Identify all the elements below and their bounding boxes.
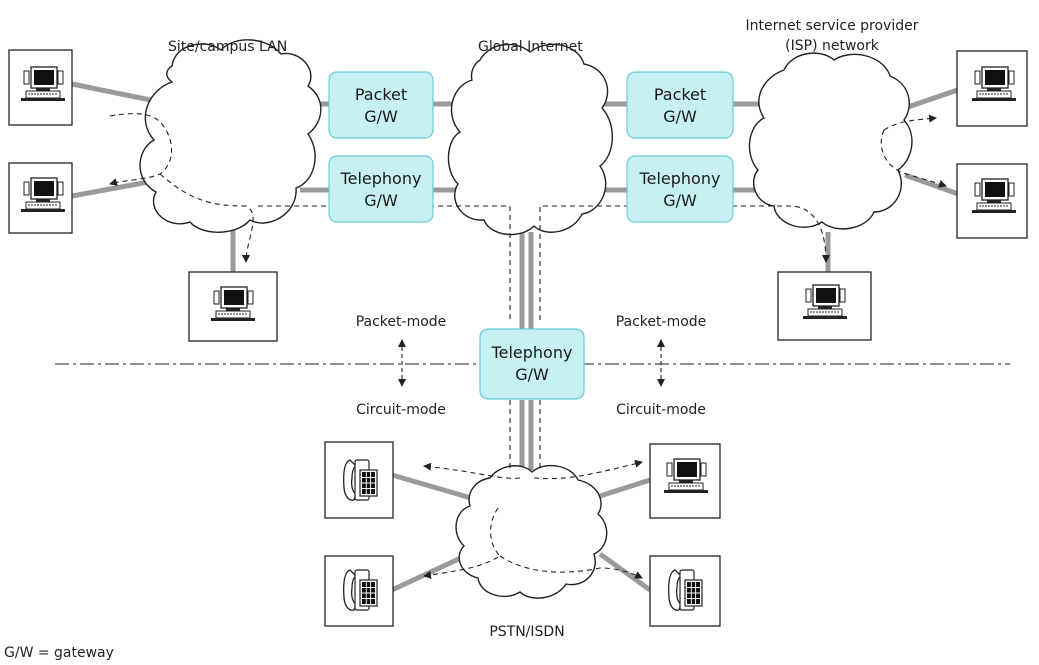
pc-terminal-top-left: [8, 49, 73, 126]
packet-gw-right: Packet G/W: [626, 71, 734, 139]
svg-text:Telephony: Telephony: [639, 169, 721, 188]
pc-terminal-mid-left: [8, 162, 73, 234]
pc-terminal-top-right: [956, 50, 1028, 127]
label-pstn-isdn: PSTN/ISDN: [489, 624, 564, 640]
phone-pstn-top-left: [324, 441, 394, 519]
pc-terminal-mid-right: [956, 163, 1028, 239]
label-global-internet: Global Internet: [478, 39, 583, 55]
pc-terminal-pstn-top-right: [649, 443, 721, 519]
cloud-global-internet: [447, 43, 614, 236]
cloud-site-lan: [139, 39, 322, 233]
telephony-gw-center: Telephony G/W: [479, 328, 585, 400]
legend-gateway: G/W = gateway: [4, 645, 114, 661]
telephony-gw-right: Telephony G/W: [626, 155, 734, 223]
phone-pstn-bottom-right: [649, 555, 721, 627]
svg-text:G/W: G/W: [364, 191, 398, 210]
label-packet-mode-left: Packet-mode: [356, 314, 447, 330]
phone-pstn-bottom-left: [324, 555, 394, 627]
svg-text:Packet: Packet: [654, 85, 706, 104]
cloud-pstn-isdn: [455, 464, 608, 599]
label-site-lan: Site/campus LAN: [168, 39, 287, 55]
label-isp-line2: (ISP) network: [785, 38, 880, 54]
svg-text:Telephony: Telephony: [491, 343, 573, 362]
svg-text:Packet: Packet: [355, 85, 407, 104]
cloud-isp: [748, 52, 913, 230]
svg-text:G/W: G/W: [364, 107, 398, 126]
label-isp-line1: Internet service provider: [746, 18, 919, 34]
svg-text:G/W: G/W: [515, 365, 549, 384]
telephony-gw-left: Telephony G/W: [328, 155, 434, 223]
label-circuit-mode-left: Circuit-mode: [356, 402, 446, 418]
svg-text:Telephony: Telephony: [340, 169, 422, 188]
pc-terminal-lan-bottom: [188, 271, 278, 342]
pc-terminal-isp-bottom: [777, 271, 872, 341]
label-circuit-mode-right: Circuit-mode: [616, 402, 706, 418]
packet-gw-left: Packet G/W: [328, 71, 434, 139]
svg-text:G/W: G/W: [663, 191, 697, 210]
label-packet-mode-right: Packet-mode: [616, 314, 707, 330]
svg-text:G/W: G/W: [663, 107, 697, 126]
